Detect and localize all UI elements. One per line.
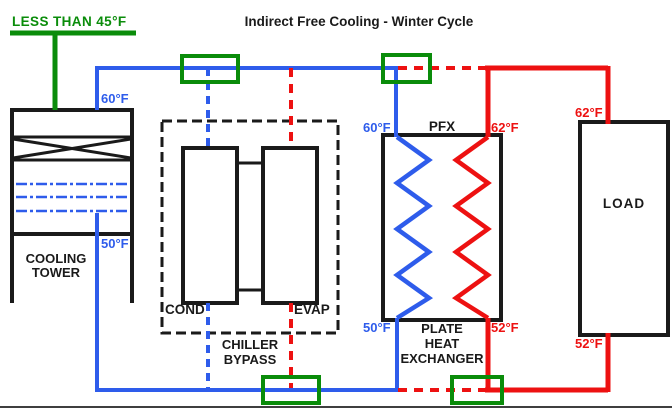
load-temp-bottom: 52°F — [575, 336, 603, 351]
evaporator-label: EVAP — [294, 302, 330, 317]
pfx-warm-coil — [451, 135, 492, 320]
tower-inlet-temp: 60°F — [101, 91, 129, 106]
plate-heat-exchanger-label-line1: PLATE — [421, 321, 463, 336]
diagram-title: Indirect Free Cooling - Winter Cycle — [244, 14, 474, 29]
valve-icon-top-left — [180, 54, 240, 84]
chiller-bypass-label-line2: BYPASS — [223, 352, 277, 367]
load-temp-top: 62°F — [575, 105, 603, 120]
pfx-to-load-pipe-red — [485, 65, 611, 137]
tower-outlet-temp: 50°F — [101, 236, 129, 251]
pfx-temp-top-right: 62°F — [491, 120, 519, 135]
cooling-tower-label-line1: COOLING — [25, 251, 87, 266]
chiller-bypass-outline — [160, 119, 340, 335]
pfx-to-tower-pipe-blue — [95, 213, 399, 392]
plate-heat-exchanger-box — [381, 133, 503, 322]
load-label: LOAD — [602, 196, 646, 211]
supply-pipe-green — [10, 30, 136, 110]
cooling-tower-label: COOLING TOWER — [0, 252, 112, 280]
plate-heat-exchanger-label-line3: EXCHANGER — [400, 351, 484, 366]
load-box — [578, 120, 670, 337]
chiller-bypass-label: CHILLER BYPASS — [190, 337, 310, 367]
condenser-label: COND — [165, 302, 205, 317]
cooling-tower-shape — [10, 108, 134, 303]
valve-icon-bottom-center — [450, 375, 504, 405]
plate-heat-exchanger-label: PLATE HEAT EXCHANGER — [396, 321, 488, 366]
chiller-bypass-label-line1: CHILLER — [221, 337, 279, 352]
tower-to-pfx-pipe-blue — [95, 66, 398, 137]
pfx-abbr-label: PFX — [428, 119, 456, 134]
supply-temp-label: LESS THAN 45°F — [12, 14, 127, 29]
pfx-temp-top-left: 60°F — [363, 120, 391, 135]
valve-icon-bottom-left — [261, 375, 321, 405]
pfx-temp-bottom-left: 50°F — [363, 320, 391, 335]
pfx-temp-bottom-right: 52°F — [491, 320, 519, 335]
valve-icon-top-center — [381, 53, 432, 84]
cooling-tower-label-line2: TOWER — [31, 265, 81, 280]
evaporator-box — [261, 146, 319, 305]
tower-fill-x-diagonal — [12, 137, 132, 160]
plate-heat-exchanger-label-line2: HEAT — [424, 336, 460, 351]
condenser-box — [181, 146, 239, 305]
load-to-pfx-pipe-red — [485, 318, 611, 393]
pfx-cold-coil — [393, 135, 434, 320]
